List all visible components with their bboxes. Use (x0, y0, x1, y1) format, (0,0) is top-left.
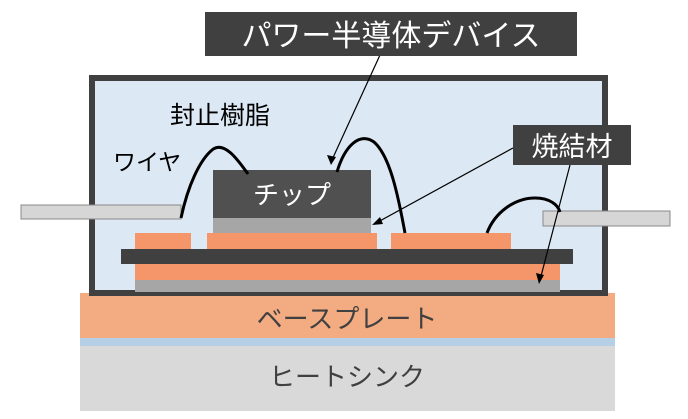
wire-right (485, 196, 562, 234)
title-text: パワー半導体デバイス (241, 19, 540, 54)
right-terminal (542, 210, 671, 227)
sinter-label: 焼結材 (532, 132, 613, 163)
chip-label: チップ (253, 181, 331, 211)
heatsink-label: ヒートシンク (269, 363, 425, 393)
pointer-sinter-base-arrowhead (536, 273, 544, 284)
pointer-sinter-chip (375, 147, 514, 224)
bottom-sinter-layer (135, 280, 560, 292)
thermal-interface-strip (80, 338, 615, 346)
copper-pad-left (135, 233, 191, 249)
pointer-sinter-base (539, 164, 571, 281)
left-terminal (20, 204, 182, 220)
baseplate (80, 293, 615, 338)
chip (213, 170, 371, 218)
heatsink (80, 345, 615, 411)
ceramic-substrate (121, 249, 573, 264)
title-box (205, 12, 577, 56)
chip-attach-layer (213, 218, 371, 233)
resin-label: 封止樹脂 (170, 101, 270, 130)
copper-pad-center (207, 233, 377, 249)
sinter-label-box (513, 125, 631, 165)
pointer-title (330, 54, 381, 163)
pointer-sinter-chip-arrowhead (372, 217, 383, 225)
wire-center (335, 137, 407, 234)
pointer-title-arrowhead (327, 155, 336, 165)
baseplate-label: ベースプレート (257, 305, 438, 335)
wire-label: ワイヤ (113, 150, 181, 176)
bottom-copper-layer (135, 264, 560, 280)
copper-pad-right (391, 233, 511, 249)
wire-left (179, 146, 250, 219)
